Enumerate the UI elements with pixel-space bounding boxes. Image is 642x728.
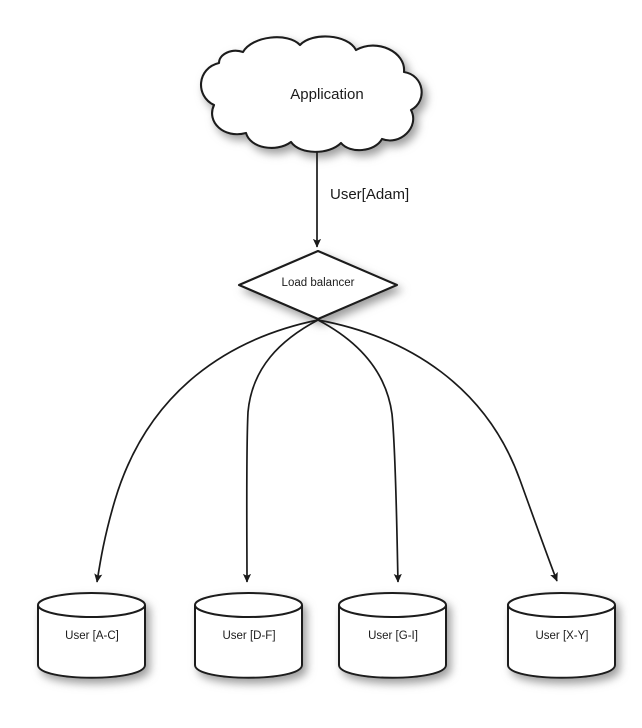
db-user-g-i-shape — [338, 592, 447, 679]
db-user-x-y-shape — [507, 592, 616, 679]
edge-lb-to-db1 — [94, 319, 319, 583]
load-balancer-shape — [237, 249, 399, 321]
edge-lb-to-db2 — [242, 319, 319, 583]
edge-lb-to-db3 — [317, 319, 402, 583]
edge-lb-to-db4 — [317, 319, 558, 582]
db-user-a-c-shape — [37, 592, 146, 679]
db-user-d-f-shape — [194, 592, 303, 679]
application-cloud-shape — [199, 35, 423, 153]
